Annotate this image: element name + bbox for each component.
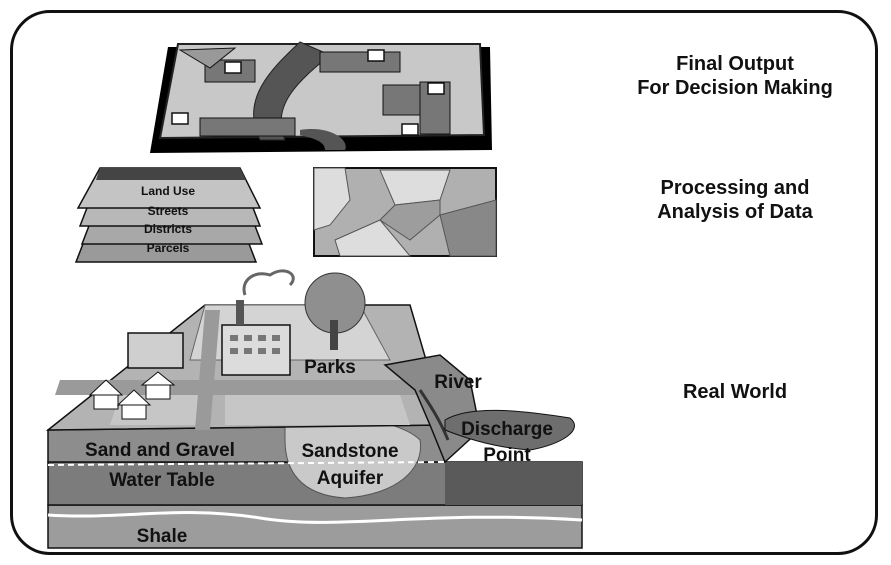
- label-aquifer: Aquifer: [317, 468, 384, 489]
- level-final-output-line2: For Decision Making: [637, 77, 833, 99]
- layer-label-districts: Districts: [144, 222, 192, 236]
- level-real-world-line1: Real World: [682, 381, 788, 403]
- label-parks: Parks: [304, 357, 356, 378]
- label-water-table: Water Table: [109, 470, 215, 491]
- label-sand-gravel: Sand and Gravel: [85, 440, 235, 461]
- real-world-block: Parks River Discharge Point Sand and Gra…: [45, 269, 583, 549]
- analysis-map: [313, 167, 497, 257]
- layer-label-streets: Streets: [148, 204, 189, 218]
- level-processing-line2: Analysis of Data: [657, 201, 813, 223]
- level-final-output: Final Output For Decision Making: [620, 52, 850, 100]
- label-sandstone: Sandstone: [301, 441, 398, 462]
- layer-label-parcels: Parcels: [147, 241, 190, 255]
- label-point: Point: [483, 445, 531, 466]
- data-layers: Land Use Streets Districts Parcels: [74, 167, 264, 263]
- level-processing-line1: Processing and: [660, 177, 810, 199]
- final-output-map: [150, 41, 492, 153]
- layer-label-land-use: Land Use: [141, 184, 195, 198]
- label-river: River: [434, 372, 482, 393]
- level-processing: Processing and Analysis of Data: [620, 176, 850, 224]
- label-discharge: Discharge: [461, 419, 553, 440]
- level-real-world: Real World: [620, 380, 850, 404]
- label-shale: Shale: [137, 526, 188, 547]
- level-final-output-line1: Final Output: [676, 53, 794, 75]
